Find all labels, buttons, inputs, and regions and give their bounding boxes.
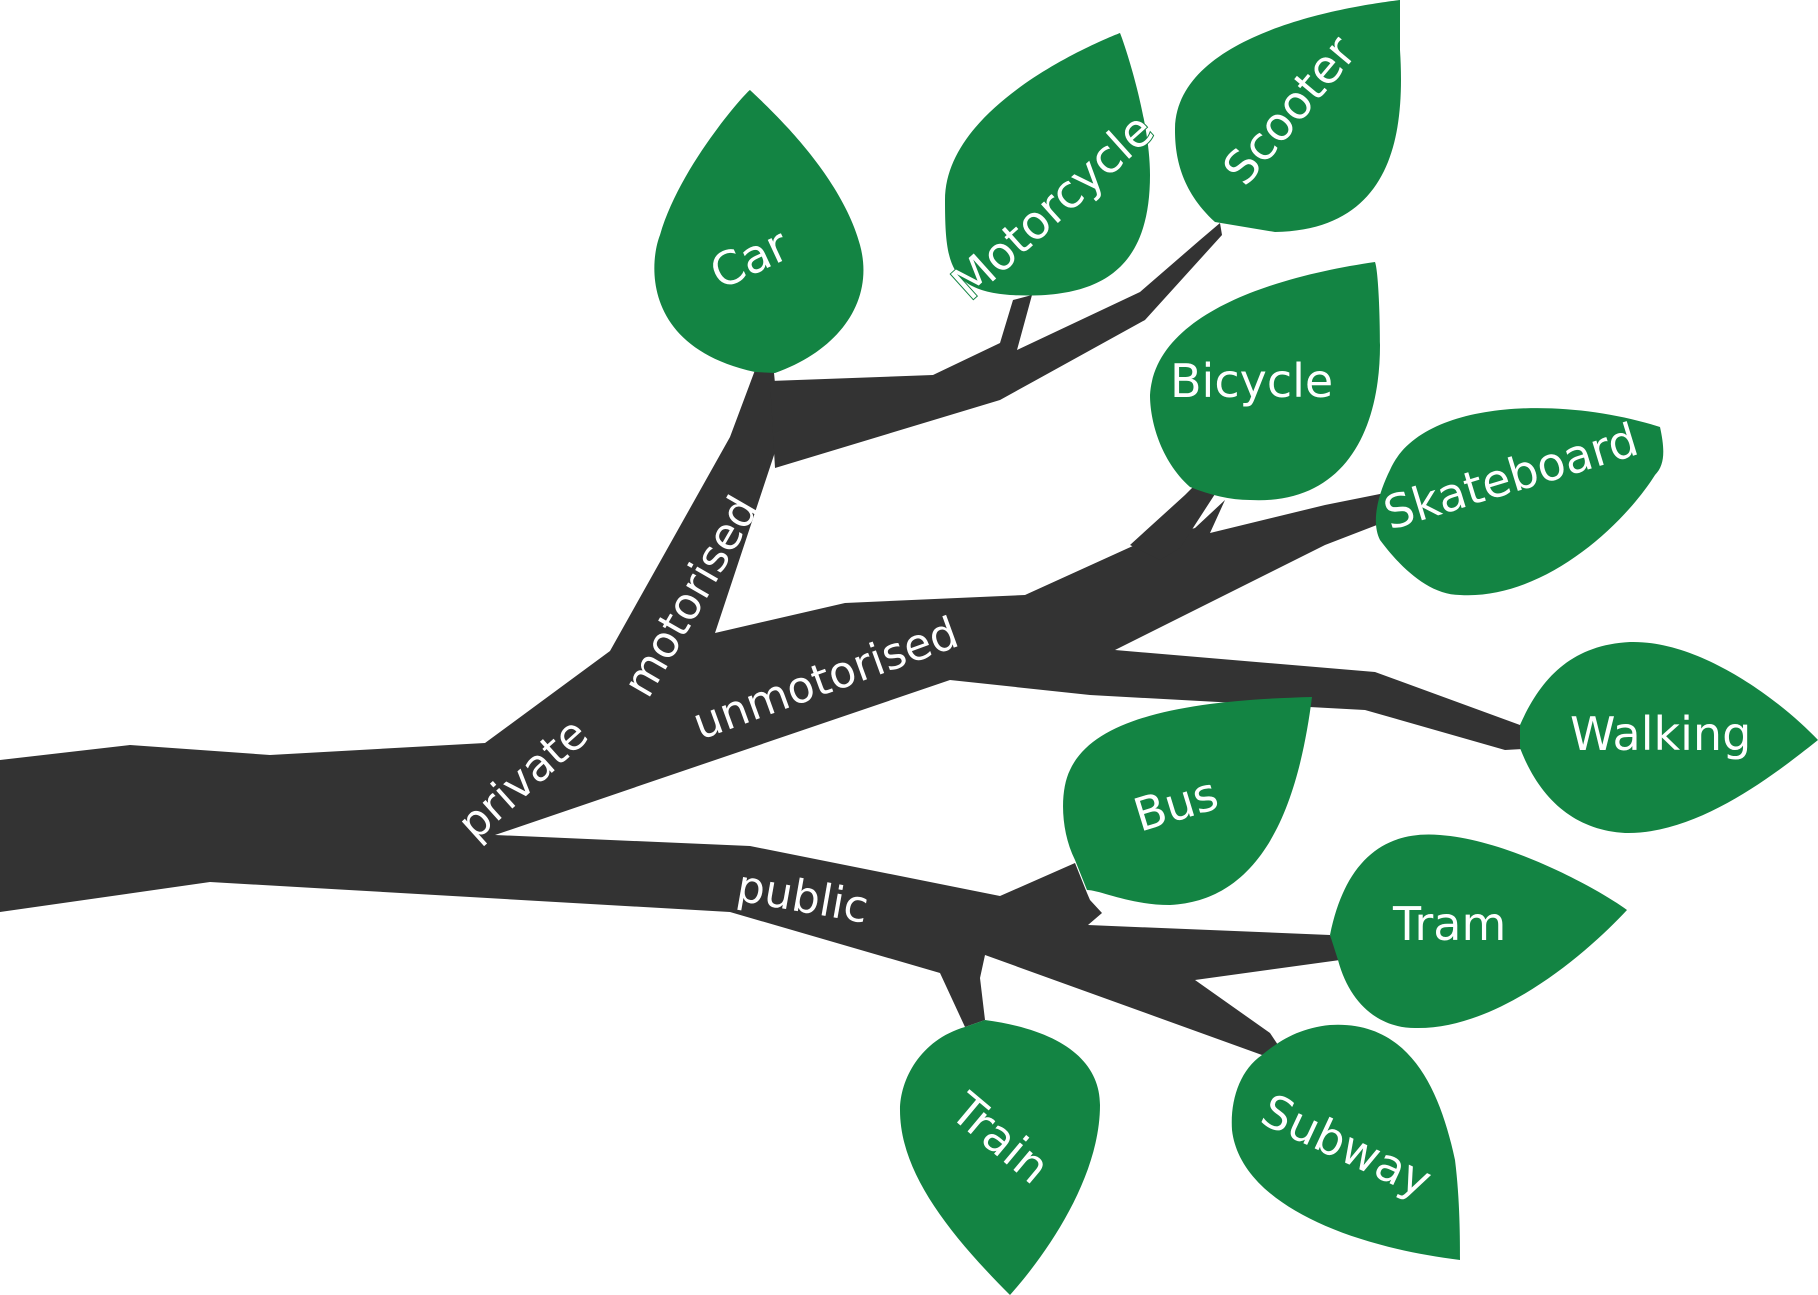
leaf-skateboard — [1375, 408, 1664, 596]
leaves — [654, 0, 1818, 1295]
label-tram: Tram — [1392, 897, 1506, 951]
label-bicycle: Bicycle — [1170, 354, 1333, 408]
motorised-branch — [770, 223, 1222, 468]
leaf-walking — [1520, 641, 1818, 834]
bicycle-twig — [1130, 480, 1215, 560]
leaf-bus — [1063, 697, 1312, 905]
leaf-motorcycle — [945, 33, 1150, 296]
leaf-tram — [1330, 834, 1627, 1029]
leaf-car — [654, 90, 864, 373]
leaf-bicycle — [1150, 262, 1380, 501]
leaf-scooter — [1175, 0, 1401, 232]
tree-branches — [0, 223, 1540, 1055]
leaf-subway — [1231, 1024, 1460, 1260]
label-walking: Walking — [1570, 707, 1751, 761]
trunk — [0, 330, 1540, 1055]
leaf-train — [900, 1020, 1100, 1295]
